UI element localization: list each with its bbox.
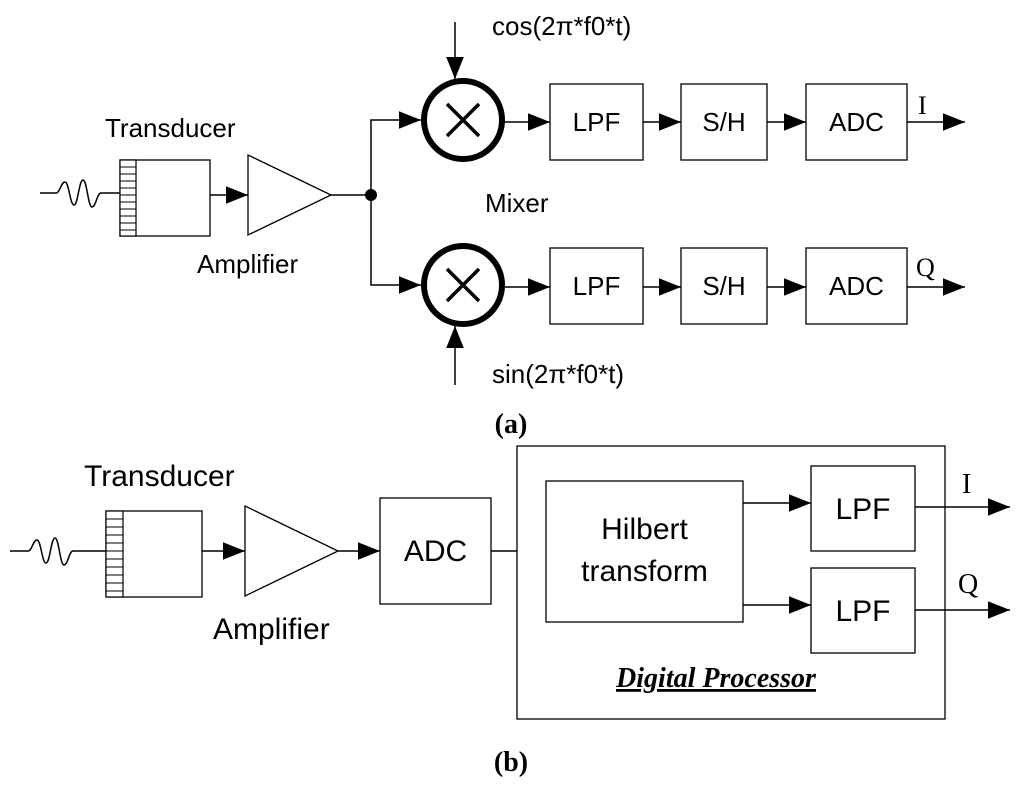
mixer-label: Mixer xyxy=(485,188,549,218)
adc-b-label: ADC xyxy=(404,535,467,568)
wire-junction-to-mixer-bottom xyxy=(370,195,421,294)
hilbert-label-line2: transform xyxy=(581,555,708,588)
caption-b: (b) xyxy=(494,747,528,778)
lpf-top-a-label: LPF xyxy=(573,107,621,137)
input-wave-a xyxy=(40,179,120,208)
diagram-b: Transducer Amplifier ADC Hilbert transfo… xyxy=(10,445,1010,778)
lpf-bottom-b xyxy=(810,567,916,654)
adc-top-a xyxy=(805,83,908,161)
adc-b xyxy=(379,497,492,605)
digital-processor-label: Digital Processor xyxy=(615,663,817,694)
sh-bottom-a xyxy=(680,247,768,325)
output-i-label-b: I xyxy=(962,469,971,500)
lpf-top-b-label: LPF xyxy=(835,493,890,526)
transducer-b xyxy=(105,510,203,598)
output-q-label-b: Q xyxy=(958,569,978,600)
transducer-a xyxy=(119,159,211,237)
output-i-label-a: I xyxy=(918,91,927,120)
adc-top-a-label: ADC xyxy=(829,107,884,137)
hilbert-label-line1: Hilbert xyxy=(601,513,688,546)
mixer-bottom xyxy=(421,243,505,327)
sh-top-a-label: S/H xyxy=(702,107,745,137)
input-wave-b xyxy=(10,537,106,566)
transducer-label-b: Transducer xyxy=(84,460,235,493)
lpf-bottom-b-label: LPF xyxy=(835,595,890,628)
sh-top-a xyxy=(680,83,768,161)
amplifier-a xyxy=(247,153,333,237)
amplifier-b xyxy=(244,504,340,598)
lpf-top-b xyxy=(810,465,916,552)
mixer-top xyxy=(421,78,505,162)
amplifier-label-b: Amplifier xyxy=(213,613,330,646)
diagram-a: Transducer Amplifier Mixer cos(2π*f0*t) … xyxy=(40,11,965,440)
transducer-label-a: Transducer xyxy=(105,113,236,143)
caption-a: (a) xyxy=(495,409,528,440)
adc-bottom-a-label: ADC xyxy=(829,271,884,301)
lpf-bottom-a-label: LPF xyxy=(573,271,621,301)
lpf-top-a xyxy=(549,83,644,161)
sin-label: sin(2π*f0*t) xyxy=(492,359,624,389)
amplifier-label-a: Amplifier xyxy=(197,249,298,279)
sh-bottom-a-label: S/H xyxy=(702,271,745,301)
cos-label: cos(2π*f0*t) xyxy=(492,11,631,41)
hilbert-transform-box xyxy=(545,480,744,623)
output-q-label-a: Q xyxy=(916,253,935,282)
adc-bottom-a xyxy=(805,247,908,325)
lpf-bottom-a xyxy=(549,247,644,325)
wire-junction-to-mixer-top xyxy=(370,111,421,195)
